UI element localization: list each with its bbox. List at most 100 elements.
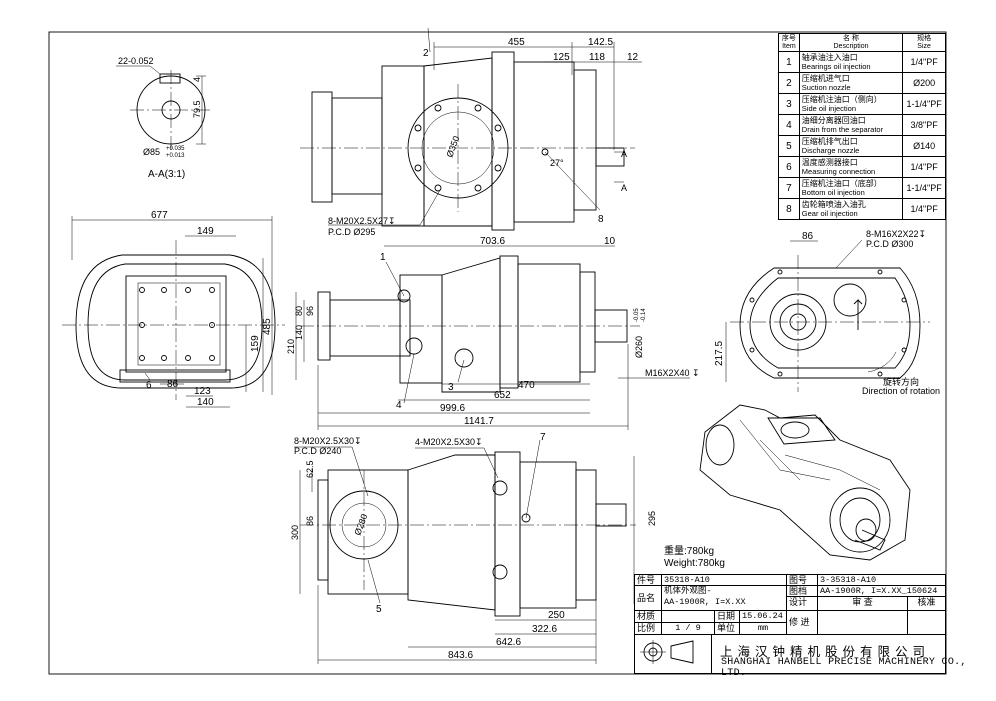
- dim-677: 677: [151, 210, 168, 221]
- header-item-en: Item: [782, 42, 796, 50]
- header-item-cn: 序号: [781, 34, 796, 42]
- projection-box: [634, 634, 712, 674]
- shaft-tol-u: -0.05: [634, 308, 640, 322]
- section-a-a: 22-0.052 79.5 4 Ø85 +0.035 +0.013 A-A(3:…: [116, 56, 212, 180]
- part-name-line2: AA-1900R, I=X.XX: [664, 597, 746, 607]
- row-desc-en: Discharge nozzle: [801, 146, 860, 155]
- row-no: 1: [778, 51, 800, 73]
- dim-86-right: 86: [802, 231, 814, 242]
- dim-843-6: 843.6: [448, 650, 473, 661]
- header-size-cn: 规格: [917, 34, 932, 42]
- dim-142-5: 142.5: [588, 37, 613, 48]
- row-desc-en: Side oil injection: [801, 104, 856, 113]
- dim-652: 652: [494, 390, 511, 401]
- pcd-note-bottom: P.C.D Ø240: [294, 446, 341, 456]
- title-block: 件号 35318-A10 图号 3-35318-A10 品名 机体外观图- AA…: [634, 574, 946, 674]
- header-desc-en: Description: [833, 42, 869, 50]
- pcd-350: Ø350: [444, 135, 461, 159]
- dim-62-5: 62.5: [305, 460, 315, 478]
- part-name: 机体外观图- AA-1900R, I=X.XX: [661, 585, 787, 611]
- thread-note: M16X2X40 ↧: [645, 368, 700, 378]
- dim-485: 485: [262, 318, 273, 335]
- header-size-en: Size: [917, 42, 931, 50]
- name-label: 品名: [634, 585, 662, 611]
- bolt-note-top: 8-M20X2.5X27↧: [328, 216, 396, 226]
- revise-label: 修 进: [786, 610, 818, 635]
- row-desc-cn: 油细分离器回油口: [801, 116, 866, 125]
- dim-703-6: 703.6: [480, 236, 505, 247]
- callout-6: 6: [146, 380, 152, 391]
- dim-86-left: 86: [167, 379, 179, 390]
- row-desc-cn: 压缩机排气出口: [801, 137, 858, 146]
- shaft-tol-l: -0.14: [641, 308, 647, 322]
- row-desc-en: Suction nozzle: [801, 83, 851, 92]
- approve-label: 核准: [907, 596, 946, 611]
- row-no: 5: [778, 135, 800, 157]
- row-desc-en: Measuring connection: [801, 167, 876, 176]
- key-h-dim: 4: [192, 77, 202, 82]
- row-desc-cn: 压缩机注油口（侧向）: [801, 95, 882, 104]
- dia-dim-main: Ø85: [143, 147, 160, 157]
- company-name-en: SHANGHAI HANBELL PRECISE MACHINERY CO., …: [721, 657, 967, 679]
- dim-1141-7: 1141.7: [464, 416, 494, 427]
- weight-en: Weight:780kg: [664, 558, 725, 569]
- row-desc-en: Drain from the separator: [801, 125, 884, 134]
- tol-lower: +0.013: [166, 153, 185, 159]
- row-size: Ø140: [902, 135, 946, 157]
- callout-4: 4: [396, 400, 402, 411]
- weight-cn: 重量:780kg: [664, 546, 715, 557]
- dim-999-6: 999.6: [440, 403, 465, 414]
- right-view: 8-M16X2X22↧ P.C.D Ø300 86 217.5: [714, 229, 930, 392]
- rotation-label: 旋转方向 Direction of rotation: [862, 378, 940, 396]
- design-label: 设计: [786, 596, 818, 611]
- dim-149: 149: [197, 226, 214, 237]
- dim-96: 96: [305, 306, 315, 316]
- dim-159: 159: [250, 335, 261, 352]
- row-no: 3: [778, 93, 800, 115]
- check-box: [817, 610, 908, 635]
- front-view: 703.6 10 1 3 4 80 96 140 210 470 652 999…: [286, 236, 700, 430]
- dim-118: 118: [589, 52, 605, 63]
- dim-642-6: 642.6: [496, 637, 521, 648]
- bolt-note-bottom: 8-M20X2.5X30↧: [294, 436, 362, 446]
- dim-140-front: 140: [294, 325, 304, 340]
- row-no: 8: [778, 198, 800, 220]
- callout-5: 5: [376, 604, 382, 615]
- rotation-cn: 旋转方向: [883, 377, 920, 387]
- callout-8: 8: [598, 214, 604, 225]
- row-size: 1/4"PF: [902, 198, 946, 220]
- row-desc-cn: 压缩机注油口（底部）: [801, 179, 882, 188]
- dim-322-6: 322.6: [532, 624, 557, 635]
- row-no: 7: [778, 177, 800, 199]
- dim-295: 295: [647, 511, 657, 526]
- shaft-dia-main: Ø260: [634, 336, 644, 358]
- row-no: 2: [778, 72, 800, 94]
- top-view: 455 142.5 125 118 12 Ø350 8 27° 2: [300, 27, 642, 237]
- bottom-view: 8-M20X2.5X30↧ P.C.D Ø240 4-M20X2.5X30↧ Ø…: [290, 432, 657, 664]
- row-desc-en: Gear oil injection: [801, 209, 858, 218]
- dim-470: 470: [518, 380, 535, 391]
- row-desc-cn: 温度感测器接口: [801, 158, 858, 167]
- dim-140-left: 140: [197, 397, 214, 408]
- key-dim: 22-0.052: [118, 56, 154, 66]
- sheet-border: [48, 31, 947, 675]
- row-size: 1-1/4"PF: [902, 93, 946, 115]
- callout-3: 3: [448, 382, 454, 393]
- section-mark-a1: A: [621, 149, 627, 159]
- check-label: 审 查: [817, 596, 908, 611]
- callout-1: 1: [380, 252, 386, 263]
- callout-2: 2: [423, 48, 429, 59]
- dim-125: 125: [553, 52, 570, 63]
- left-view: 677 149 485 159 6 86 123 140: [62, 210, 285, 408]
- bolt-note-right: 8-M16X2X22↧: [866, 229, 926, 239]
- pcd-280: Ø280: [352, 513, 369, 537]
- row-size: Ø200: [902, 72, 946, 94]
- dim-10: 10: [604, 236, 616, 247]
